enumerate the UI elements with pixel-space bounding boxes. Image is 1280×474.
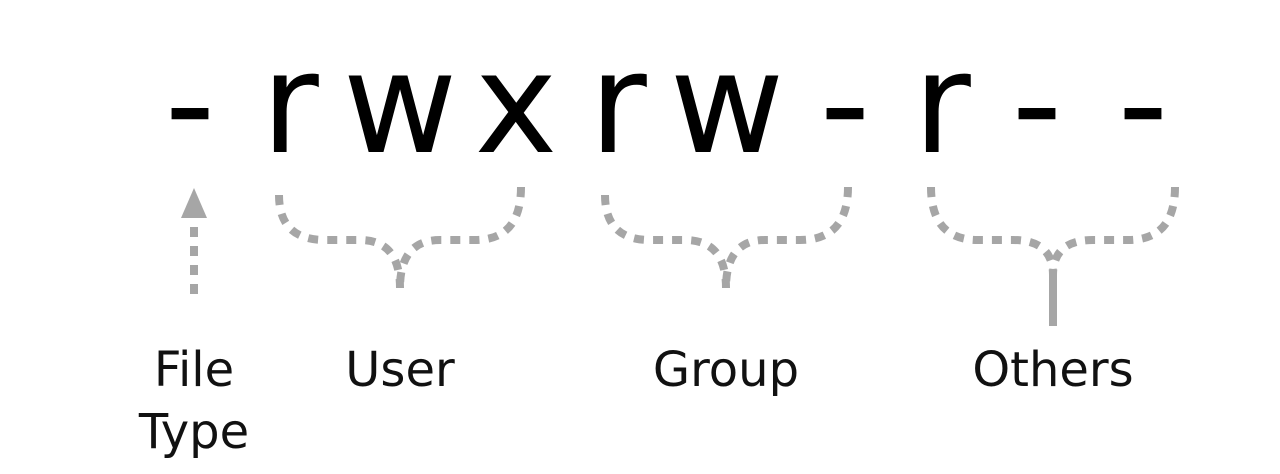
label-file-type-line1: File xyxy=(154,342,234,398)
group-labels: File Type User Group Others xyxy=(138,342,1134,460)
perm-char-group-read: r xyxy=(589,23,647,186)
perm-char-user-write: w xyxy=(343,23,458,186)
perm-char-others-execute: - xyxy=(1118,23,1169,186)
permission-string: - r w x r w - r - - xyxy=(165,23,1169,186)
curly-brace-icon xyxy=(601,186,852,289)
perm-char-group-execute: - xyxy=(820,23,871,186)
label-user: User xyxy=(345,342,455,398)
perm-char-others-read: r xyxy=(913,23,971,186)
curly-brace-icon xyxy=(927,186,1179,326)
label-group: Group xyxy=(653,342,799,398)
perm-char-user-read: r xyxy=(261,23,319,186)
label-others: Others xyxy=(972,342,1133,398)
curly-brace-icon xyxy=(275,186,525,289)
perm-char-others-write: - xyxy=(1012,23,1063,186)
arrow-up-icon xyxy=(181,188,207,294)
perm-char-file-type: - xyxy=(165,23,216,186)
perm-char-user-execute: x xyxy=(475,23,558,186)
perm-char-group-write: w xyxy=(670,23,785,186)
label-file-type-line2: Type xyxy=(138,404,249,460)
